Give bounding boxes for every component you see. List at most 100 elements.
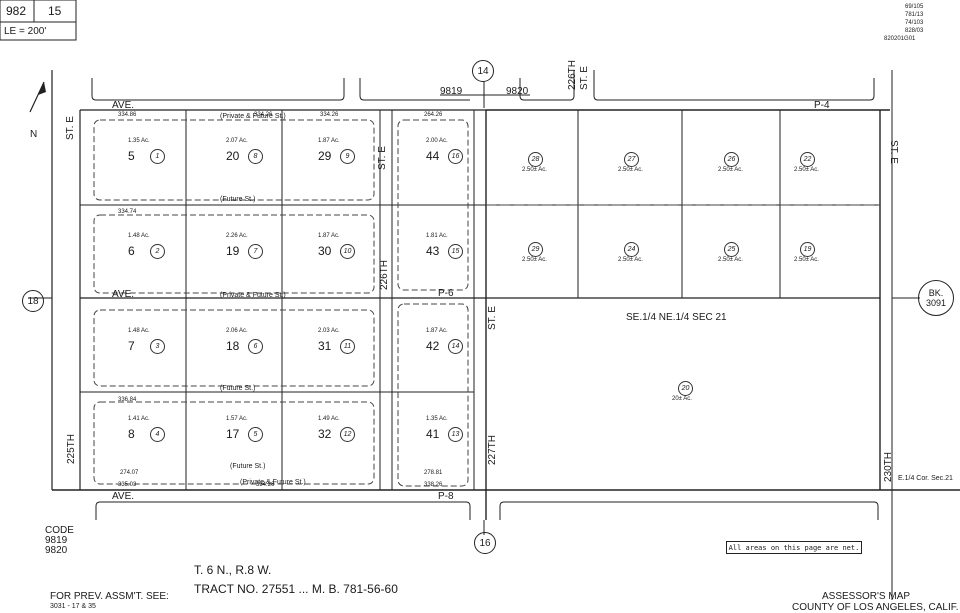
parcel-acres: 1.87 Ac. bbox=[426, 328, 448, 334]
corner-note: 781/13 bbox=[905, 12, 924, 18]
parcel-acres: 1.49 Ac. bbox=[318, 416, 340, 422]
parcel-circle: 12 bbox=[340, 427, 355, 442]
parcel-circle: 22 bbox=[800, 152, 815, 167]
bk-number: 3091 bbox=[925, 298, 947, 308]
dimension: 334.74 bbox=[118, 209, 137, 215]
parcel-circle: 1 bbox=[150, 149, 165, 164]
street-st-e-right: ST. E bbox=[888, 140, 899, 164]
code-left: 9819 bbox=[440, 86, 463, 97]
parcel-acres: 2.26 Ac. bbox=[226, 233, 248, 239]
book-number: 982 bbox=[6, 4, 27, 18]
bk-reference: BK. 3091 bbox=[918, 280, 954, 316]
parcel-circle: 13 bbox=[448, 427, 463, 442]
tract-number: TRACT NO. 27551 ... M. B. 781-56-60 bbox=[194, 582, 398, 596]
parcel-number: 6 bbox=[128, 244, 135, 258]
parcel-circle: 25 bbox=[724, 242, 739, 257]
parcel-circle: 15 bbox=[448, 244, 463, 259]
code-label: CODE bbox=[45, 525, 74, 536]
parcel-acres: 1.35 Ac. bbox=[128, 138, 150, 144]
parcel-acres: 2.50± Ac. bbox=[618, 257, 643, 263]
street-227th: 227TH bbox=[487, 434, 498, 465]
parcel-acres: 2.03 Ac. bbox=[318, 328, 340, 334]
county-label: COUNTY OF LOS ANGELES, CALIF. bbox=[792, 602, 959, 613]
code-right: 9820 bbox=[506, 86, 529, 97]
street-p8: P-8 bbox=[438, 491, 454, 502]
parcel-circle: 3 bbox=[150, 339, 165, 354]
private-future-label: (Private & Future St.) bbox=[220, 113, 286, 120]
private-future-label: (Private & Future St.) bbox=[220, 292, 286, 299]
bk-label: BK. bbox=[928, 288, 944, 298]
parcel-number: 41 bbox=[426, 427, 440, 441]
parcel-circle: 26 bbox=[724, 152, 739, 167]
future-street-label: (Future St.) bbox=[220, 196, 256, 203]
corner-note: 828/03 bbox=[905, 28, 924, 34]
assessor-map-label: ASSESSOR'S MAP bbox=[822, 591, 911, 602]
parcel-number: 5 bbox=[128, 149, 135, 163]
parcel-number: 42 bbox=[426, 339, 440, 353]
street-p4: P-4 bbox=[814, 100, 830, 111]
street-230th: 230TH bbox=[883, 451, 894, 482]
parcel-number: 7 bbox=[128, 339, 135, 353]
parcel-number: 30 bbox=[318, 244, 332, 258]
corner-note: 74/103 bbox=[905, 20, 924, 26]
parcel-circle: 20 bbox=[678, 381, 693, 396]
section-corner-label: E.1/4 Cor. Sec.21 bbox=[898, 475, 953, 482]
street-st-e-mid: ST. E bbox=[377, 146, 388, 170]
parcel-number: 31 bbox=[318, 339, 332, 353]
parcel-number: 43 bbox=[426, 244, 440, 258]
future-street-label: (Future St.) bbox=[230, 463, 266, 470]
parcel-acres: 20± Ac. bbox=[672, 396, 692, 402]
map-circle-bottom: 16 bbox=[474, 532, 496, 554]
street-226th: 226TH bbox=[567, 59, 578, 90]
parcel-acres: 2.07 Ac. bbox=[226, 138, 248, 144]
parcel-acres: 1.87 Ac. bbox=[318, 138, 340, 144]
street-226th-e: ST. E bbox=[579, 66, 590, 90]
corner-note: 69/105 bbox=[905, 4, 924, 10]
parcel-circle: 4 bbox=[150, 427, 165, 442]
parcel-circle: 8 bbox=[248, 149, 263, 164]
parcel-acres: 2.06 Ac. bbox=[226, 328, 248, 334]
prev-assessment-label: FOR PREV. ASSM'T. SEE: bbox=[50, 591, 169, 602]
dimension: 335.03 bbox=[118, 482, 137, 488]
parcel-acres: 1.48 Ac. bbox=[128, 233, 150, 239]
parcel-number: 44 bbox=[426, 149, 440, 163]
dimension: 336.84 bbox=[118, 397, 137, 403]
code-ref: 820201G01 bbox=[884, 36, 916, 42]
parcel-number: 29 bbox=[318, 149, 332, 163]
parcel-circle: 16 bbox=[448, 149, 463, 164]
parcel-circle: 28 bbox=[528, 152, 543, 167]
private-future-label: (Private & Future St.) bbox=[240, 479, 306, 486]
parcel-number: 18 bbox=[226, 339, 240, 353]
dimension: 334.26 bbox=[254, 112, 273, 118]
street-ave-mid: AVE. bbox=[112, 289, 135, 300]
parcel-circle: 10 bbox=[340, 244, 355, 259]
parcel-acres: 1.48 Ac. bbox=[128, 328, 150, 334]
parcel-circle: 14 bbox=[448, 339, 463, 354]
parcel-circle: 5 bbox=[248, 427, 263, 442]
parcel-number: 32 bbox=[318, 427, 332, 441]
street-st-e-227: ST. E bbox=[487, 306, 498, 330]
dimension: 334.26 bbox=[320, 112, 339, 118]
dimension: 278.81 bbox=[424, 470, 443, 476]
parcel-circle: 11 bbox=[340, 339, 355, 354]
parcel-acres: 1.81 Ac. bbox=[426, 233, 448, 239]
north-label: N bbox=[30, 129, 38, 140]
code-value-1: 9819 bbox=[45, 535, 68, 546]
parcel-number: 8 bbox=[128, 427, 135, 441]
parcel-number: 20 bbox=[226, 149, 240, 163]
parcel-acres: 1.57 Ac. bbox=[226, 416, 248, 422]
parcel-acres: 2.50± Ac. bbox=[718, 167, 743, 173]
parcel-acres: 2.50± Ac. bbox=[522, 257, 547, 263]
dimension: 334.26 bbox=[256, 482, 275, 488]
township-range: T. 6 N., R.8 W. bbox=[194, 563, 272, 577]
parcel-acres: 2.00 Ac. bbox=[426, 138, 448, 144]
dimension: 338.26 bbox=[424, 482, 443, 488]
parcel-acres: 2.50± Ac. bbox=[522, 167, 547, 173]
parcel-acres: 2.50± Ac. bbox=[718, 257, 743, 263]
street-ave-bottom: AVE. bbox=[112, 491, 135, 502]
parcel-circle: 6 bbox=[248, 339, 263, 354]
section-label: SE.1/4 NE.1/4 SEC 21 bbox=[626, 312, 727, 323]
street-ave-top: AVE. bbox=[112, 100, 135, 111]
dimension: 274.07 bbox=[120, 470, 139, 476]
